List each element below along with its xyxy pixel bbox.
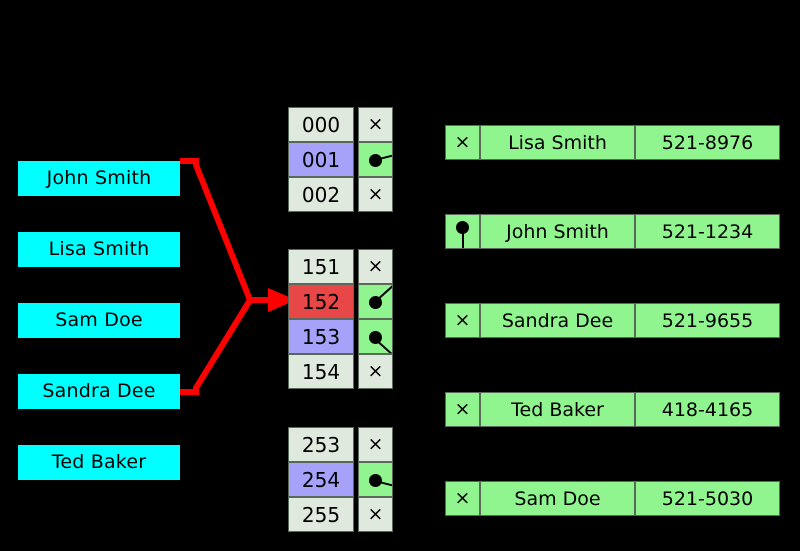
record-name-cell: John Smith bbox=[480, 214, 635, 249]
bucket-pointer-cell[interactable]: × bbox=[358, 177, 393, 212]
bucket-pointer-cell[interactable] bbox=[358, 462, 393, 497]
bucket-index-cell[interactable]: 254 bbox=[288, 462, 354, 497]
bucket-index-cell[interactable]: 153 bbox=[288, 319, 354, 354]
record-phone-label: 521-1234 bbox=[661, 220, 754, 243]
record-name-label: Ted Baker bbox=[511, 398, 604, 421]
null-pointer-icon: × bbox=[454, 131, 471, 153]
record-name-label: Sandra Dee bbox=[501, 309, 614, 332]
null-pointer-icon: × bbox=[367, 433, 384, 455]
arrow-john-smith bbox=[180, 158, 253, 302]
record-phone-cell: 521-5030 bbox=[635, 481, 780, 516]
bucket-pointer-cell[interactable]: × bbox=[358, 354, 393, 389]
key-label: Ted Baker bbox=[51, 451, 147, 473]
bucket-index-cell[interactable]: 001 bbox=[288, 142, 354, 177]
record-ted-baker[interactable]: × Ted Baker 418-4165 bbox=[445, 392, 780, 427]
null-pointer-icon: × bbox=[367, 360, 384, 382]
bucket-index-cell[interactable]: 255 bbox=[288, 497, 354, 532]
bucket-index-cell[interactable]: 152 bbox=[288, 284, 354, 319]
record-john-smith[interactable]: John Smith 521-1234 bbox=[445, 214, 780, 249]
record-phone-label: 521-9655 bbox=[661, 309, 754, 332]
record-sandra-dee[interactable]: × Sandra Dee 521-9655 bbox=[445, 303, 780, 338]
record-name-cell: Sam Doe bbox=[480, 481, 635, 516]
key-label: Sandra Dee bbox=[42, 380, 156, 402]
bucket-pointer-cell[interactable] bbox=[358, 142, 393, 177]
null-pointer-icon: × bbox=[367, 113, 384, 135]
bucket-index-cell[interactable]: 000 bbox=[288, 107, 354, 142]
record-pointer-cell[interactable]: × bbox=[445, 481, 480, 516]
record-pointer-cell[interactable]: × bbox=[445, 303, 480, 338]
key-label: John Smith bbox=[46, 167, 152, 189]
bucket-index-label: 152 bbox=[301, 289, 341, 314]
record-name-cell: Sandra Dee bbox=[480, 303, 635, 338]
record-pointer-cell[interactable]: × bbox=[445, 392, 480, 427]
null-pointer-icon: × bbox=[367, 183, 384, 205]
bucket-index-label: 253 bbox=[301, 432, 341, 457]
key-box-ted-baker[interactable]: Ted Baker bbox=[18, 445, 180, 480]
bucket-index-label: 254 bbox=[301, 467, 341, 492]
bucket-index-cell[interactable]: 253 bbox=[288, 427, 354, 462]
link-pointer-line-icon bbox=[374, 285, 392, 304]
record-name-label: John Smith bbox=[506, 220, 609, 243]
link-pointer-line-icon bbox=[461, 227, 465, 248]
record-name-label: Sam Doe bbox=[514, 487, 601, 510]
bucket-pointer-cell[interactable] bbox=[358, 319, 393, 354]
bucket-index-label: 151 bbox=[301, 254, 341, 279]
bucket-index-label: 002 bbox=[301, 182, 341, 207]
bucket-pointer-cell[interactable]: × bbox=[358, 107, 393, 142]
record-phone-cell: 521-1234 bbox=[635, 214, 780, 249]
record-phone-cell: 418-4165 bbox=[635, 392, 780, 427]
bucket-index-label: 154 bbox=[301, 359, 341, 384]
key-box-lisa-smith[interactable]: Lisa Smith bbox=[18, 232, 180, 267]
record-name-cell: Lisa Smith bbox=[480, 125, 635, 160]
key-label: Sam Doe bbox=[55, 309, 143, 331]
record-phone-cell: 521-9655 bbox=[635, 303, 780, 338]
record-pointer-cell[interactable] bbox=[445, 214, 480, 249]
bucket-pointer-cell[interactable] bbox=[358, 284, 393, 319]
bucket-index-cell[interactable]: 151 bbox=[288, 249, 354, 284]
bucket-index-label: 000 bbox=[301, 112, 341, 137]
arrow-sandra-dee bbox=[180, 298, 253, 395]
bucket-index-cell[interactable]: 154 bbox=[288, 354, 354, 389]
record-sam-doe[interactable]: × Sam Doe 521-5030 bbox=[445, 481, 780, 516]
record-name-cell: Ted Baker bbox=[480, 392, 635, 427]
null-pointer-icon: × bbox=[367, 255, 384, 277]
null-pointer-icon: × bbox=[454, 309, 471, 331]
null-pointer-icon: × bbox=[454, 487, 471, 509]
link-pointer-line-icon bbox=[374, 338, 392, 353]
key-box-sandra-dee[interactable]: Sandra Dee bbox=[18, 374, 180, 409]
null-pointer-icon: × bbox=[454, 398, 471, 420]
bucket-index-label: 001 bbox=[301, 147, 341, 172]
record-phone-cell: 521-8976 bbox=[635, 125, 780, 160]
key-label: Lisa Smith bbox=[48, 238, 150, 260]
record-phone-label: 521-5030 bbox=[661, 487, 754, 510]
bucket-pointer-cell[interactable]: × bbox=[358, 249, 393, 284]
bucket-index-label: 255 bbox=[301, 502, 341, 527]
key-box-sam-doe[interactable]: Sam Doe bbox=[18, 303, 180, 338]
record-phone-label: 418-4165 bbox=[661, 398, 754, 421]
record-pointer-cell[interactable]: × bbox=[445, 125, 480, 160]
record-name-label: Lisa Smith bbox=[508, 131, 607, 154]
bucket-index-label: 153 bbox=[301, 324, 341, 349]
null-pointer-icon: × bbox=[367, 503, 384, 525]
bucket-pointer-cell[interactable]: × bbox=[358, 427, 393, 462]
bucket-index-cell[interactable]: 002 bbox=[288, 177, 354, 212]
record-lisa-smith[interactable]: × Lisa Smith 521-8976 bbox=[445, 125, 780, 160]
record-phone-label: 521-8976 bbox=[661, 131, 754, 154]
bucket-pointer-cell[interactable]: × bbox=[358, 497, 393, 532]
key-box-john-smith[interactable]: John Smith bbox=[18, 161, 180, 196]
